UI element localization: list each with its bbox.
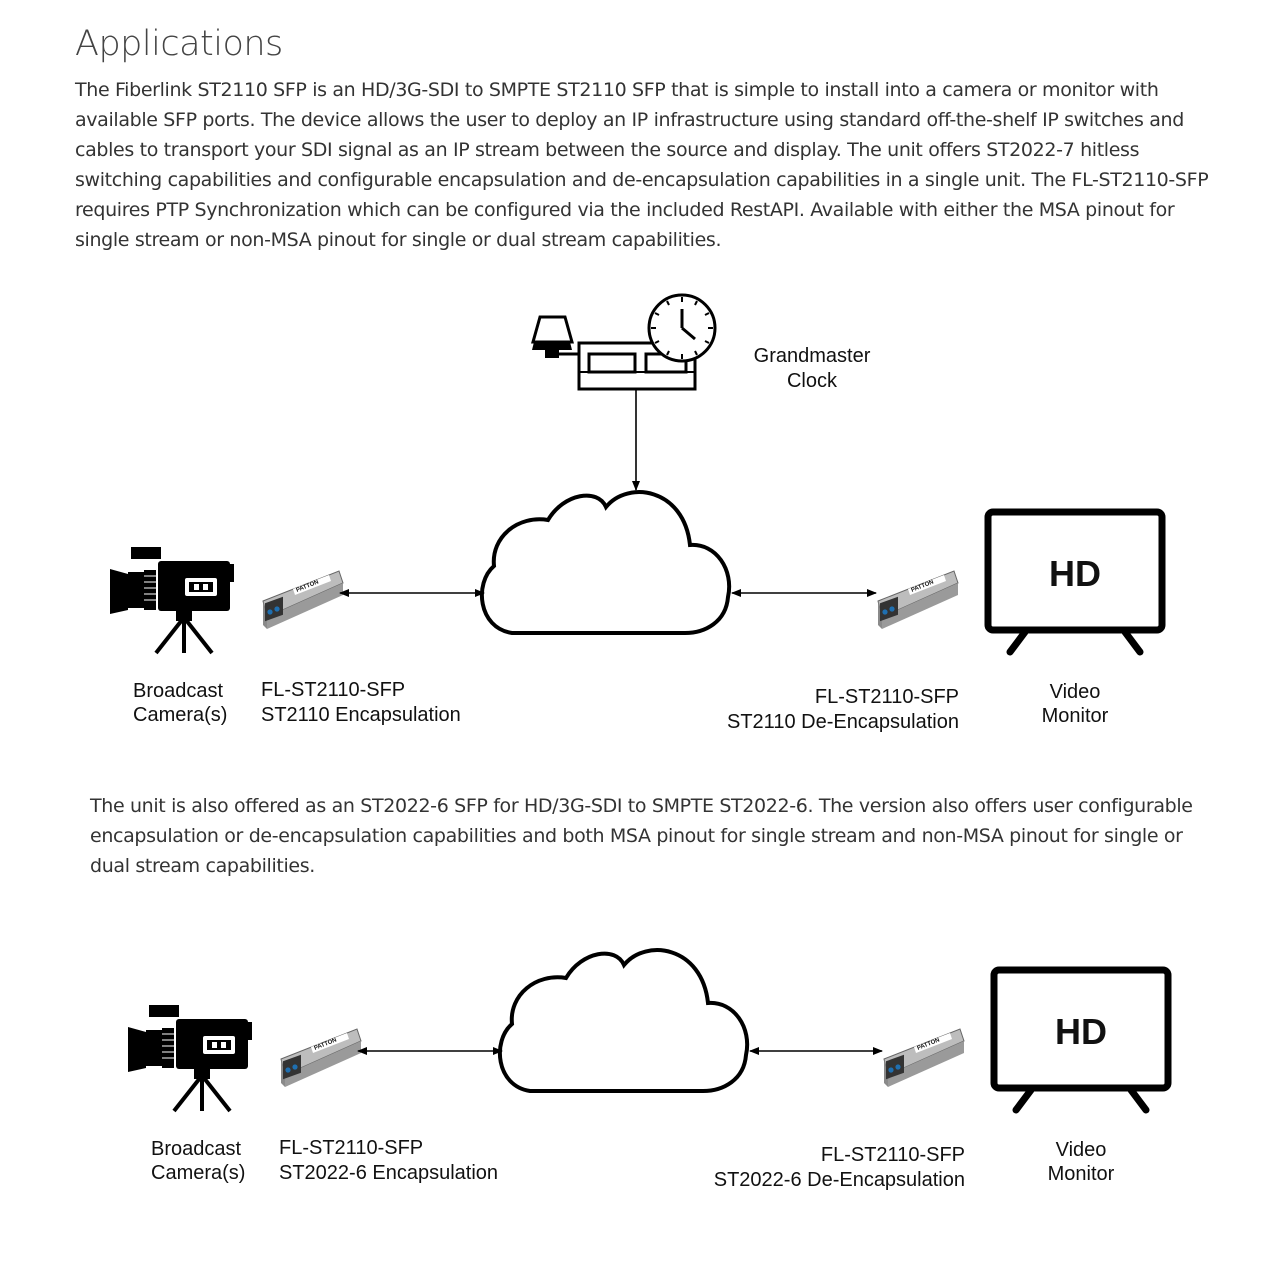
camera-label-line2: Camera(s) bbox=[133, 704, 227, 726]
st2110-diagram: Grandmaster Clock PATTON bbox=[110, 293, 1166, 733]
rx-label-line1: FL-ST2110-SFP bbox=[815, 686, 959, 708]
broadcast-camera-icon bbox=[128, 1005, 252, 1113]
ip-network-cloud-icon bbox=[479, 490, 732, 635]
rx-label-line1: FL-ST2110-SFP bbox=[821, 1144, 965, 1166]
st2022-paragraph: The unit is also offered as an ST2022-6 … bbox=[90, 795, 1193, 877]
tx-label-line2: ST2022-6 Encapsulation bbox=[279, 1162, 498, 1184]
tx-label-line1: FL-ST2110-SFP bbox=[279, 1137, 423, 1159]
rx-label-line2: ST2110 De-Encapsulation bbox=[727, 711, 959, 733]
sfp-module-icon: PATTON bbox=[883, 1028, 965, 1087]
camera-label-line2: Camera(s) bbox=[151, 1162, 245, 1184]
rx-label-line2: ST2022-6 De-Encapsulation bbox=[714, 1169, 965, 1191]
monitor-label-line2: Monitor bbox=[1048, 1163, 1115, 1185]
monitor-label-line1: Video bbox=[1056, 1139, 1107, 1161]
sfp-module-icon: PATTON bbox=[877, 570, 959, 629]
monitor-hd-text: HD bbox=[1049, 553, 1101, 594]
monitor-hd-text: HD bbox=[1055, 1011, 1107, 1052]
video-monitor-icon: HD bbox=[984, 508, 1166, 656]
sfp-module-icon: PATTON bbox=[262, 570, 344, 629]
sfp-module-icon: PATTON bbox=[280, 1028, 362, 1087]
tx-label-line1: FL-ST2110-SFP bbox=[261, 679, 405, 701]
intro-paragraph: The Fiberlink ST2110 SFP is an HD/3G-SDI… bbox=[75, 79, 1209, 251]
clock-label-line1: Grandmaster bbox=[754, 345, 871, 367]
monitor-label-line1: Video bbox=[1050, 681, 1101, 703]
monitor-label-line2: Monitor bbox=[1042, 705, 1109, 727]
camera-label-line1: Broadcast bbox=[133, 680, 223, 702]
grandmaster-clock-icon bbox=[531, 293, 717, 391]
video-monitor-icon: HD bbox=[990, 966, 1172, 1114]
camera-label-line1: Broadcast bbox=[151, 1138, 241, 1160]
clock-label-line2: Clock bbox=[787, 370, 838, 392]
tx-label-line2: ST2110 Encapsulation bbox=[261, 704, 461, 726]
broadcast-camera-icon bbox=[110, 547, 234, 655]
st2022-diagram: PATTON PATTON HD Broadcast Camera(s) FL-… bbox=[128, 948, 1172, 1191]
ip-network-cloud-icon bbox=[497, 948, 750, 1093]
section-title: Applications bbox=[75, 24, 283, 64]
